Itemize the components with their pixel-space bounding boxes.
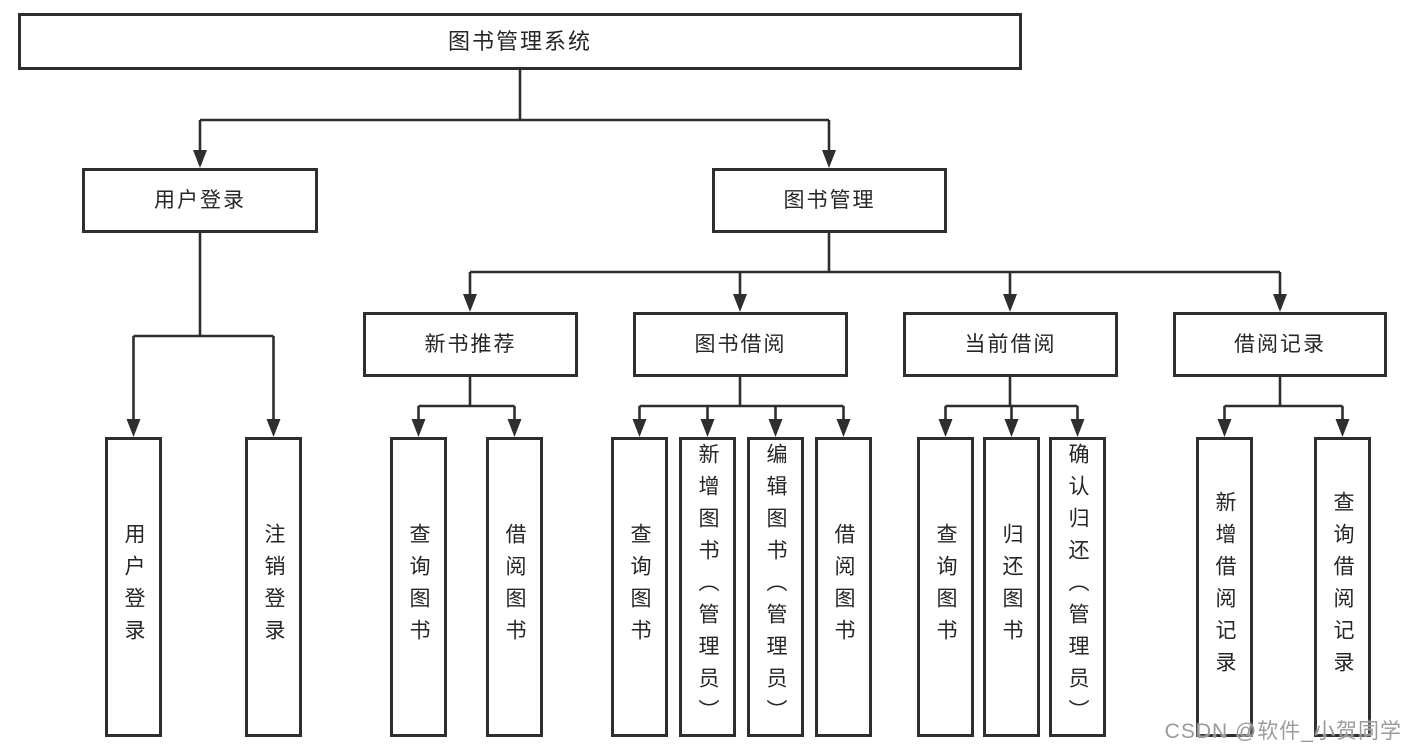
leaf-query-books-1: 查询图书 <box>390 437 447 737</box>
node-user-login: 用户登录 <box>82 168 318 233</box>
leaf-return-books: 归还图书 <box>983 437 1040 737</box>
connector-paths <box>132 70 1344 420</box>
leaf-query-borrow-record: 查询借阅记录 <box>1314 437 1371 737</box>
leaf-query-books-3: 查询图书 <box>917 437 974 737</box>
csdn-watermark: CSDN @软件_小贺同学 <box>1164 720 1402 743</box>
node-book-borrowing: 图书借阅 <box>633 312 848 377</box>
leaf-add-books-admin: 新增图书（管理员） <box>679 437 736 737</box>
leaf-borrow-books-2: 借阅图书 <box>815 437 872 737</box>
node-borrowing-records: 借阅记录 <box>1173 312 1387 377</box>
arrowheads <box>126 150 1350 437</box>
leaf-confirm-return-admin: 确认归还（管理员） <box>1049 437 1106 737</box>
node-new-book-recommend: 新书推荐 <box>363 312 578 377</box>
leaf-borrow-books-1: 借阅图书 <box>486 437 543 737</box>
leaf-query-books-2: 查询图书 <box>611 437 668 737</box>
node-book-management: 图书管理 <box>712 168 947 233</box>
leaf-user-login: 用户登录 <box>105 437 162 737</box>
leaf-add-borrow-record: 新增借阅记录 <box>1196 437 1253 737</box>
node-current-borrowing: 当前借阅 <box>903 312 1118 377</box>
leaf-logout: 注销登录 <box>245 437 302 737</box>
leaf-edit-books-admin: 编辑图书（管理员） <box>747 437 804 737</box>
node-library-management-system: 图书管理系统 <box>18 13 1022 70</box>
